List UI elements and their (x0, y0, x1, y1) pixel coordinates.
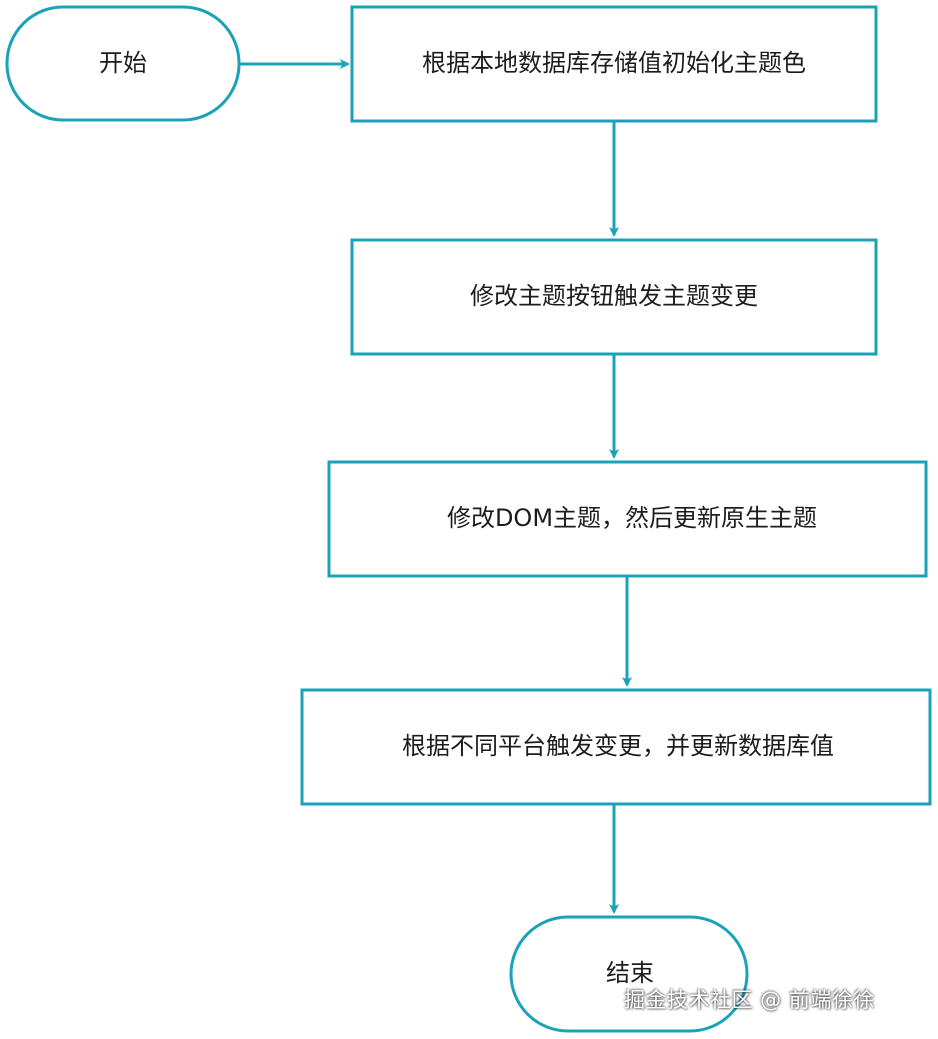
start-node: 开始 (5, 5, 241, 122)
step-1-label: 根据本地数据库存储值初始化主题色 (422, 49, 806, 77)
process-step-1: 根据本地数据库存储值初始化主题色 (350, 5, 878, 123)
end-label: 结束 (606, 959, 654, 987)
step-4-label: 根据不同平台触发变更，并更新数据库值 (402, 732, 834, 760)
step-2-label: 修改主题按钮触发主题变更 (470, 282, 758, 310)
process-step-2: 修改主题按钮触发主题变更 (350, 238, 878, 356)
watermark-text: 掘金技术社区 @ 前端徐徐 (624, 988, 875, 1012)
start-label: 开始 (99, 49, 147, 77)
process-step-4: 根据不同平台触发变更，并更新数据库值 (300, 688, 932, 806)
end-node: 结束 (509, 915, 749, 1033)
process-step-3: 修改DOM主题，然后更新原生主题 (327, 460, 928, 578)
step-3-label: 修改DOM主题，然后更新原生主题 (447, 504, 817, 532)
